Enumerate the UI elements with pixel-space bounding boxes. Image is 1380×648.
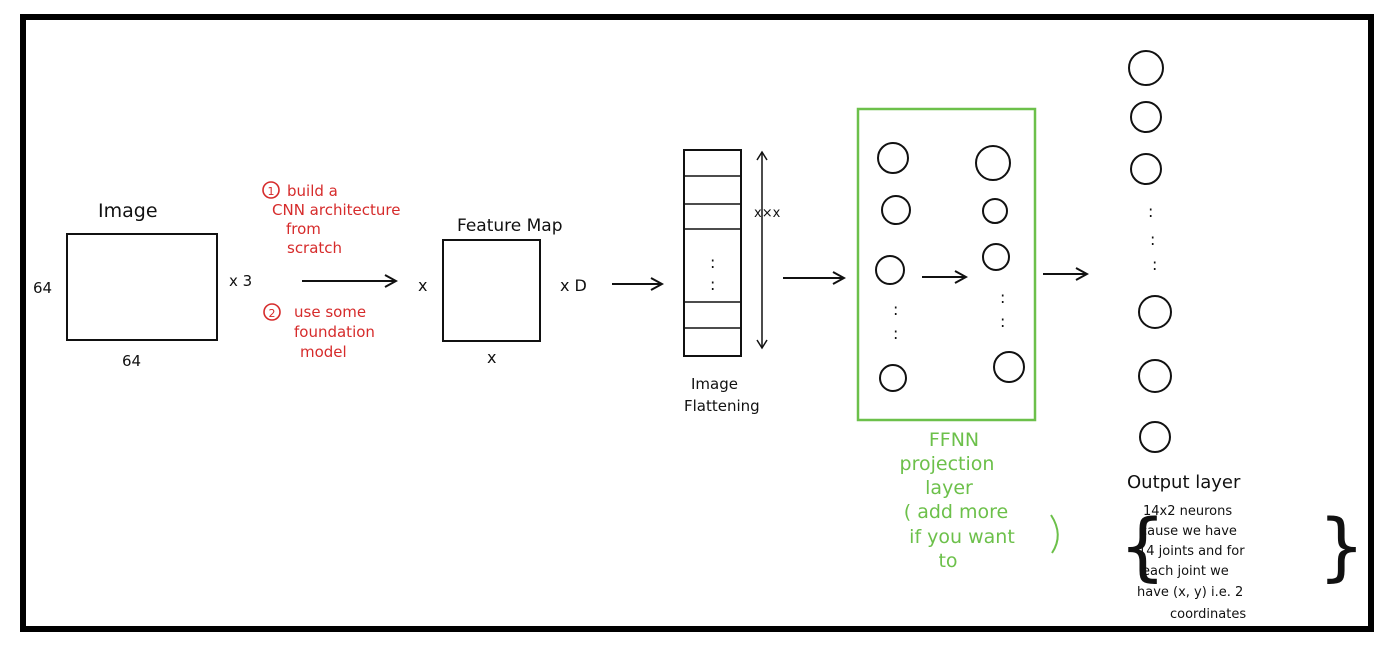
flattened-vector bbox=[683, 149, 742, 357]
option-1-line-2: CNN architecture bbox=[272, 201, 400, 219]
output-note-line-4: each joint we bbox=[1142, 564, 1229, 579]
vector-size-arrow-up bbox=[756, 150, 768, 161]
ffnn-dots-right: : bbox=[1000, 312, 1005, 331]
ffnn-neuron bbox=[993, 351, 1025, 383]
ffnn-dots-left: : bbox=[893, 300, 898, 319]
output-neuron bbox=[1138, 295, 1172, 329]
ffnn-caption-close-paren bbox=[1050, 514, 1059, 554]
ffnn-neuron bbox=[875, 255, 905, 285]
vector-dots: : bbox=[710, 275, 715, 294]
feature-map-depth-label: x D bbox=[560, 276, 587, 295]
image-channels-label: x 3 bbox=[229, 272, 252, 290]
option-1-marker bbox=[262, 181, 280, 199]
option-1-line-4: scratch bbox=[287, 239, 342, 257]
ffnn-dots-right: : bbox=[1000, 288, 1005, 307]
feature-map-title: Feature Map bbox=[457, 216, 563, 236]
output-title: Output layer bbox=[1127, 472, 1241, 493]
ffnn-block bbox=[856, 107, 1037, 422]
output-note-line-1: 14x2 neurons bbox=[1143, 504, 1232, 519]
ffnn-caption-line-3: layer bbox=[925, 477, 973, 499]
ffnn-neuron bbox=[879, 364, 907, 392]
option-2-note: 2 use some foundation model bbox=[263, 303, 375, 361]
ffnn-caption-line-2: projection bbox=[900, 453, 995, 475]
output-note-line-2: cause we have bbox=[1140, 524, 1237, 539]
output-neuron bbox=[1138, 359, 1172, 393]
flattening-caption-line-1: Image bbox=[691, 375, 738, 393]
vector-size-arrow-down bbox=[756, 339, 768, 350]
option-1-note: 1 build a CNN architecture from scratch bbox=[262, 181, 400, 257]
outer-frame bbox=[20, 14, 1374, 632]
ffnn-dots-left: : bbox=[893, 324, 898, 343]
ffnn-caption-line-6: to bbox=[938, 550, 957, 572]
output-neuron bbox=[1139, 421, 1171, 453]
ffnn-neuron bbox=[982, 198, 1008, 224]
option-2-line-3: model bbox=[300, 343, 347, 361]
option-2-line-2: foundation bbox=[294, 323, 375, 341]
ffnn-caption: FFNN projection layer ( add more if you … bbox=[900, 429, 1059, 572]
feature-map-box bbox=[442, 239, 541, 342]
option-1-number: 1 bbox=[268, 185, 275, 198]
output-note-line-6: coordinates bbox=[1170, 607, 1246, 622]
output-note-brace-open: { bbox=[1119, 504, 1166, 590]
flattening-caption-line-2: Flattening bbox=[684, 397, 760, 415]
ffnn-neuron bbox=[881, 195, 911, 225]
ffnn-neuron bbox=[877, 142, 909, 174]
option-1-line-3: from bbox=[286, 220, 321, 238]
output-dots: : bbox=[1150, 230, 1155, 249]
image-box bbox=[66, 233, 218, 341]
output-note-line-5: have (x, y) i.e. 2 bbox=[1137, 585, 1243, 600]
ffnn-caption-line-1: FFNN bbox=[929, 429, 979, 451]
ffnn-neuron bbox=[982, 243, 1010, 271]
output-neuron bbox=[1128, 50, 1164, 86]
option-2-marker bbox=[263, 303, 281, 321]
option-2-number: 2 bbox=[269, 307, 276, 320]
output-dots: : bbox=[1148, 202, 1153, 221]
feature-map-width-label: x bbox=[487, 348, 496, 367]
option-2-line-1: use some bbox=[294, 303, 366, 321]
image-height-label: 64 bbox=[33, 279, 52, 297]
output-neuron bbox=[1130, 101, 1162, 133]
feature-map-height-label: x bbox=[418, 276, 427, 295]
vector-size-label: x×x bbox=[754, 206, 781, 221]
option-1-line-1: build a bbox=[287, 182, 338, 200]
output-note: { } 14x2 neurons cause we have 14 joints… bbox=[1119, 504, 1365, 622]
image-title: Image bbox=[98, 200, 158, 222]
ffnn-caption-line-4: ( add more bbox=[904, 501, 1008, 523]
image-width-label: 64 bbox=[122, 352, 141, 370]
output-note-brace-close: } bbox=[1318, 504, 1365, 590]
ffnn-neuron bbox=[975, 145, 1011, 181]
ffnn-caption-line-5: if you want bbox=[909, 526, 1015, 548]
output-note-line-3: 14 joints and for bbox=[1138, 544, 1245, 559]
output-dots: : bbox=[1152, 255, 1157, 274]
vector-dots: : bbox=[710, 253, 715, 272]
output-neuron bbox=[1130, 153, 1162, 185]
